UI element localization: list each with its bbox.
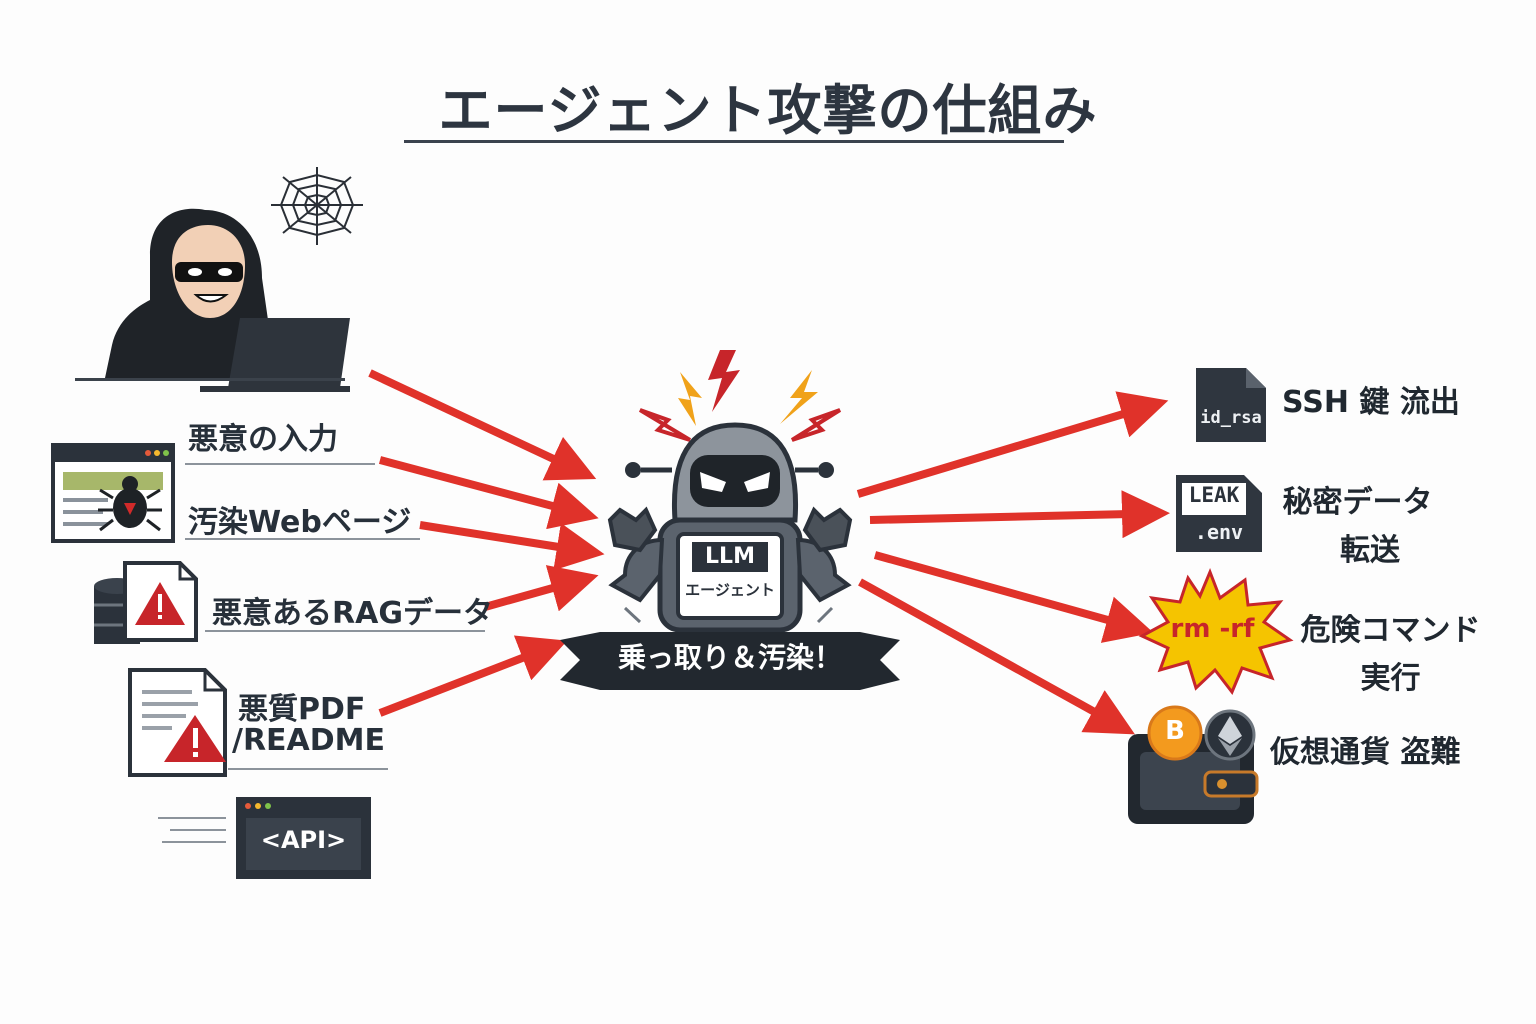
danger-command-text: rm -rf xyxy=(1170,614,1255,644)
danger-command-label-2: 実行 xyxy=(1360,661,1421,696)
underline xyxy=(185,463,375,465)
hijack-banner-text: 乗っ取り＆汚染！ xyxy=(617,641,842,674)
env-file-top: LEAK xyxy=(1188,483,1240,507)
database-warning-icon xyxy=(94,561,198,644)
arrow-input-3 xyxy=(419,521,605,571)
arrow-output-1 xyxy=(856,391,1169,498)
bitcoin-symbol: B xyxy=(1165,716,1185,746)
malicious-input-label: 悪意の入力 xyxy=(188,422,338,457)
robot-agent-icon xyxy=(560,350,900,690)
env-file-icon xyxy=(1176,475,1262,552)
input-arrows xyxy=(368,369,605,717)
crypto-theft-label: 仮想通貨 盗難 xyxy=(1270,735,1461,770)
pdf-warning-icon xyxy=(128,668,227,777)
burst-icon xyxy=(1138,567,1294,695)
ssh-leak-label: SSH 鍵 流出 xyxy=(1282,385,1460,420)
arrow-input-5 xyxy=(378,635,568,717)
malicious-pdf-label-2: /README xyxy=(232,723,386,758)
title-underline xyxy=(404,140,1064,143)
file-icon xyxy=(1196,368,1266,442)
arrow-input-1 xyxy=(368,369,597,481)
malicious-pdf-label-1: 悪質PDF xyxy=(238,692,366,727)
underline xyxy=(185,538,420,540)
arrow-output-4 xyxy=(858,578,1135,735)
arrow-output-2 xyxy=(869,490,1170,539)
env-file-bottom: .env xyxy=(1194,520,1244,544)
hacker-icon xyxy=(75,208,350,392)
api-window-icon xyxy=(158,797,371,879)
ssh-file-name: id_rsa xyxy=(1200,408,1262,428)
danger-command-label-1: 危険コマンド xyxy=(1300,613,1481,648)
underline xyxy=(205,630,485,632)
crypto-wallet-icon xyxy=(1128,705,1259,824)
output-arrows xyxy=(856,391,1170,735)
api-label: <API> xyxy=(260,826,347,854)
underline xyxy=(228,768,388,770)
secret-transfer-label-2: 転送 xyxy=(1340,533,1400,568)
malicious-rag-label: 悪意あるRAGデータ xyxy=(212,596,493,631)
page-title: エージェント攻撃の仕組み xyxy=(438,79,1098,142)
arrow-output-3 xyxy=(873,551,1154,643)
agent-chest-label: エージェント xyxy=(685,581,775,599)
arrow-input-2 xyxy=(378,456,599,530)
secret-transfer-label-1: 秘密データ xyxy=(1282,485,1433,520)
llm-screen-label: LLM xyxy=(705,544,755,569)
arrow-input-4 xyxy=(483,565,599,612)
poisoned-web-label: 汚染Webページ xyxy=(188,505,412,540)
browser-bug-icon xyxy=(51,443,175,543)
spiderweb-icon xyxy=(271,167,363,245)
